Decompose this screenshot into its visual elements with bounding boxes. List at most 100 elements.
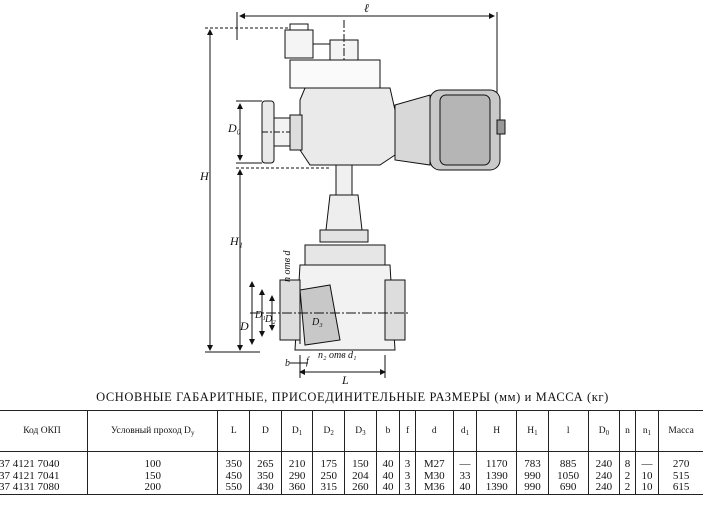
column-header: n1 [635,410,660,452]
label-L: L [341,373,349,385]
table-cell: 1170 [476,451,518,471]
label-D0: D₀ [227,121,241,135]
table-cell: 360 [281,481,314,495]
table-cell: 210 [281,451,314,471]
table-cell: 3 [399,451,416,471]
table-cell: 37 4121 7040 [0,451,88,471]
column-header: Масса [658,410,703,452]
actuator-gearbox [289,87,431,166]
table-cell: 783 [516,451,549,471]
table-cell: 204 [344,470,377,482]
column-header: d [415,410,454,452]
table-cell: 250 [312,470,346,482]
table-cell: 8 [619,451,636,471]
table-cell: 290 [281,470,314,482]
table-title: ОСНОВНЫЕ ГАБАРИТНЫЕ, ПРИСОЕДИНИТЕЛЬНЫЕ Р… [96,390,609,404]
table-cell: 40 [376,470,401,482]
column-header: b [376,410,401,452]
label-D1: D₁ [254,310,266,321]
column-header: f [399,410,416,452]
valve-stem [319,164,369,243]
table-cell: 150 [87,470,219,482]
table-cell: M27 [415,451,454,471]
valve-technical-drawing: ℓ H H₁ D₀ D D₁ D₂ D₃ n отв d n₂ отв d₁ b… [199,1,506,385]
label-l: ℓ [364,1,369,15]
table-cell: M36 [415,481,454,495]
table-cell: 315 [312,481,346,495]
electric-motor [429,89,506,171]
column-header: D [249,410,282,452]
column-header: D2 [312,410,346,452]
handwheel [261,100,300,164]
table-cell: 1390 [476,481,518,495]
table-cell: 990 [516,481,549,495]
table-cell: 40 [376,451,401,471]
table-cell: 1050 [548,470,589,482]
label-b: b [285,358,290,369]
column-header: l [548,410,589,452]
column-header: D3 [344,410,377,452]
table-cell: 690 [548,481,589,495]
limit-switch-box [284,20,381,200]
table-cell: 350 [217,451,251,471]
label-D2: D₂ [264,314,276,325]
table-cell: 990 [516,470,549,482]
column-header: Код ОКП [0,410,88,452]
table-cell: 3 [399,481,416,495]
table-cell: 885 [548,451,589,471]
column-header: D0 [588,410,621,452]
table-cell: — [635,451,660,471]
table-cell: 240 [588,470,621,482]
dimension-H [205,27,300,353]
table-cell: 175 [312,451,346,471]
table-cell: 40 [376,481,401,495]
label-D: D [239,319,249,333]
table-cell: 350 [249,470,282,482]
table-cell: M30 [415,470,454,482]
label-f: f [306,356,310,367]
table-cell: 10 [635,481,660,495]
table-cell: 40 [453,481,478,495]
label-n2-otv-d1: n₂ отв d₁ [318,350,357,361]
table-cell: 200 [87,481,219,495]
table-cell: 37 4131 7080 [0,481,88,495]
valve-body [250,244,410,351]
column-header: H [476,410,518,452]
table-cell: 33 [453,470,478,482]
column-header: Условный проход Dy [87,410,219,452]
table-cell: 270 [672,458,690,470]
column-header: n [619,410,636,452]
table-cell: 240 [588,481,621,495]
flange-dimensions [249,281,386,378]
table-cell: 515 [672,469,690,482]
table-cell: 240 [588,451,621,471]
table-cell: 265 [249,451,282,471]
table-cell: 1390 [476,470,518,482]
table-cell: 37 4121 7041 [0,470,88,482]
dimension-D0 [236,100,262,164]
table-cell: — [453,451,478,471]
table-cell: 430 [249,481,282,495]
table-cell: 3 [399,470,416,482]
label-H1: H₁ [229,234,243,248]
column-header: H1 [516,410,549,452]
label-H: H [199,169,210,183]
table-cell: 150 [344,451,377,471]
table-cell: 100 [87,451,219,471]
table-cell: 260 [344,481,377,495]
table-cell: 2 [619,481,636,495]
column-header: L [217,410,251,452]
label-n-otv-d: n отв d [282,249,293,282]
table-cell: 10 [635,470,660,482]
dimension-H1 [236,167,330,351]
table-cell: 2 [619,470,636,482]
table-cell: 615 [658,481,703,495]
column-header: D1 [281,410,314,452]
table-cell: 450 [217,470,251,482]
